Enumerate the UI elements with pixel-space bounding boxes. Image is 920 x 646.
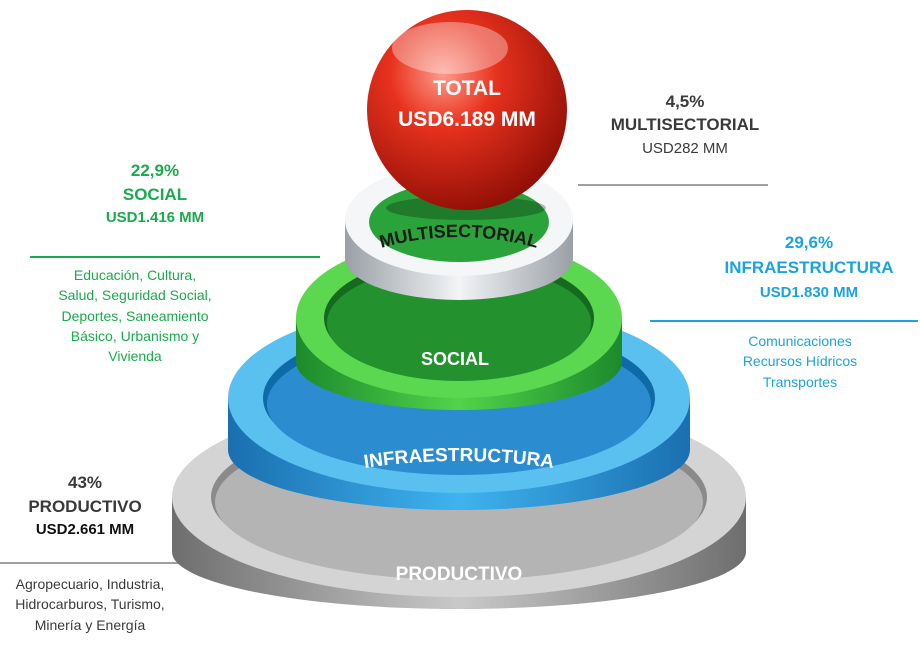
multisectorial-amount: USD282 MM [642, 139, 728, 157]
multisectorial-percent: 4,5% [665, 92, 705, 111]
productivo-detail-line: Minería y Energía [34, 616, 146, 633]
social-info: 22,9% SOCIAL USD1.416 MM [50, 160, 260, 227]
social-name: SOCIAL [122, 185, 188, 205]
productivo-details: Agropecuario, Industria, Hidrocarburos, … [0, 574, 180, 635]
social-detail-line: Salud, Seguridad Social, [58, 287, 212, 304]
multisectorial-name: MULTISECTORIAL [610, 115, 760, 135]
infraestructura-detail-line: Recursos Hídricos [742, 353, 858, 370]
social-details: Educación, Cultura, Salud, Seguridad Soc… [10, 265, 260, 366]
total-sphere [367, 10, 567, 220]
infraestructura-percent: 29,6% [784, 233, 834, 252]
social-amount: USD1.416 MM [105, 208, 205, 226]
infraestructura-amount: USD1.830 MM [759, 283, 859, 301]
total-value: USD6.189 MM [398, 108, 536, 131]
social-detail-line: Educación, Cultura, [73, 267, 197, 283]
infraestructura-info: 29,6% INFRAESTRUCTURA USD1.830 MM [700, 232, 918, 302]
productivo-name: PRODUCTIVO [28, 497, 142, 517]
social-detail-line: Vivienda [108, 348, 162, 365]
infraestructura-detail-line: Transportes [762, 373, 838, 390]
social-percent: 22,9% [130, 161, 180, 180]
productivo-info: 43% PRODUCTIVO USD2.661 MM [0, 472, 170, 539]
infraestructura-detail-line: Comunicaciones [748, 333, 852, 349]
infraestructura-details: Comunicaciones Recursos Hídricos Transpo… [710, 331, 890, 392]
productivo-ring-label: PRODUCTIVO [396, 564, 523, 585]
social-detail-line: Básico, Urbanismo y [70, 327, 200, 344]
productivo-percent: 43% [67, 473, 103, 492]
productivo-detail-line: Agropecuario, Industria, [15, 576, 165, 592]
total-label: TOTAL [433, 77, 501, 100]
productivo-amount: USD2.661 MM [35, 520, 135, 538]
productivo-detail-line: Hidrocarburos, Turismo, [15, 596, 165, 613]
social-ring-label: SOCIAL [421, 349, 489, 369]
social-detail-line: Deportes, Saneamiento [61, 307, 209, 324]
infraestructura-name: INFRAESTRUCTURA [724, 258, 894, 278]
multisectorial-info: 4,5% MULTISECTORIAL USD282 MM [600, 91, 770, 159]
